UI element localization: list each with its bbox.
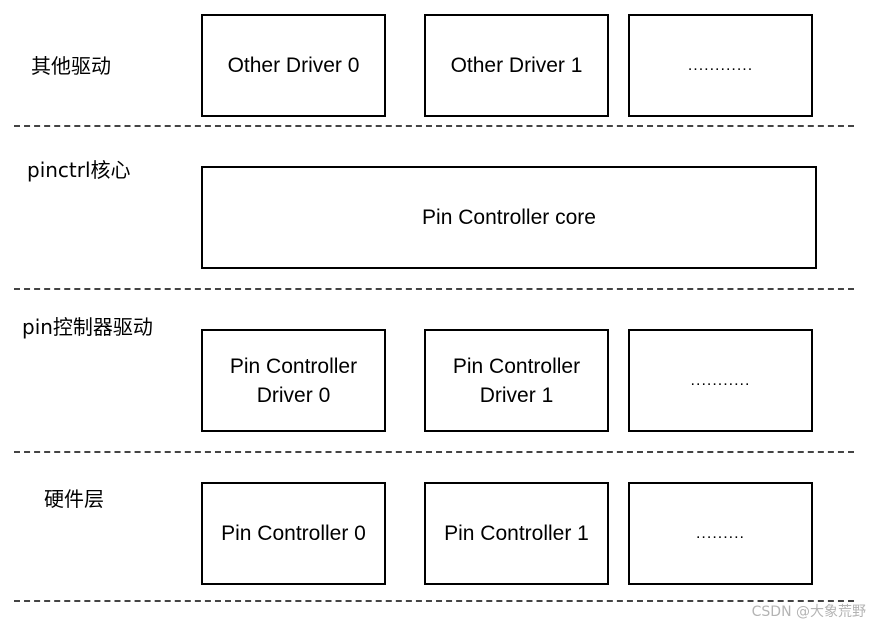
csdn-watermark: CSDN @大象荒野 [751,604,866,620]
layer-divider-3 [14,451,854,453]
other-driver-ellipsis: ............ [687,57,754,74]
pin-controller-1-box: Pin Controller 1 [424,482,609,585]
other-driver-0-label: Other Driver 0 [227,54,360,77]
other-driver-more-box: ............ [628,14,813,117]
pin-controller-driver-ellipsis: ........... [690,372,751,389]
pin-controller-ellipsis: ......... [695,525,745,542]
layer-divider-1 [14,125,854,127]
layer-divider-4 [14,600,854,602]
pin-controller-driver-0-label: Pin Controller Driver 0 [229,354,358,407]
pin-controller-0-label: Pin Controller 0 [221,522,366,545]
pin-controller-core-label: Pin Controller core [422,206,596,229]
pin-controller-more-box: ......... [628,482,813,585]
pin-controller-driver-more-box: ........... [628,329,813,432]
other-driver-1-box: Other Driver 1 [424,14,609,117]
other-driver-0-box: Other Driver 0 [201,14,386,117]
layer-label-pinctrl-core: pinctrl核心 [27,158,131,182]
other-driver-1-label: Other Driver 1 [450,54,583,77]
layer-label-other-drivers: 其他驱动 [31,54,111,78]
pin-controller-driver-0-box: Pin Controller Driver 0 [201,329,386,432]
pin-controller-core-box: Pin Controller core [201,166,817,269]
pin-controller-driver-1-box: Pin Controller Driver 1 [424,329,609,432]
layer-label-hardware: 硬件层 [44,487,104,511]
pin-controller-1-label: Pin Controller 1 [444,522,589,545]
pin-controller-driver-1-label: Pin Controller Driver 1 [452,354,581,407]
pin-controller-0-box: Pin Controller 0 [201,482,386,585]
layer-label-pin-controller-drivers: pin控制器驱动 [22,315,153,339]
layer-divider-2 [14,288,854,290]
